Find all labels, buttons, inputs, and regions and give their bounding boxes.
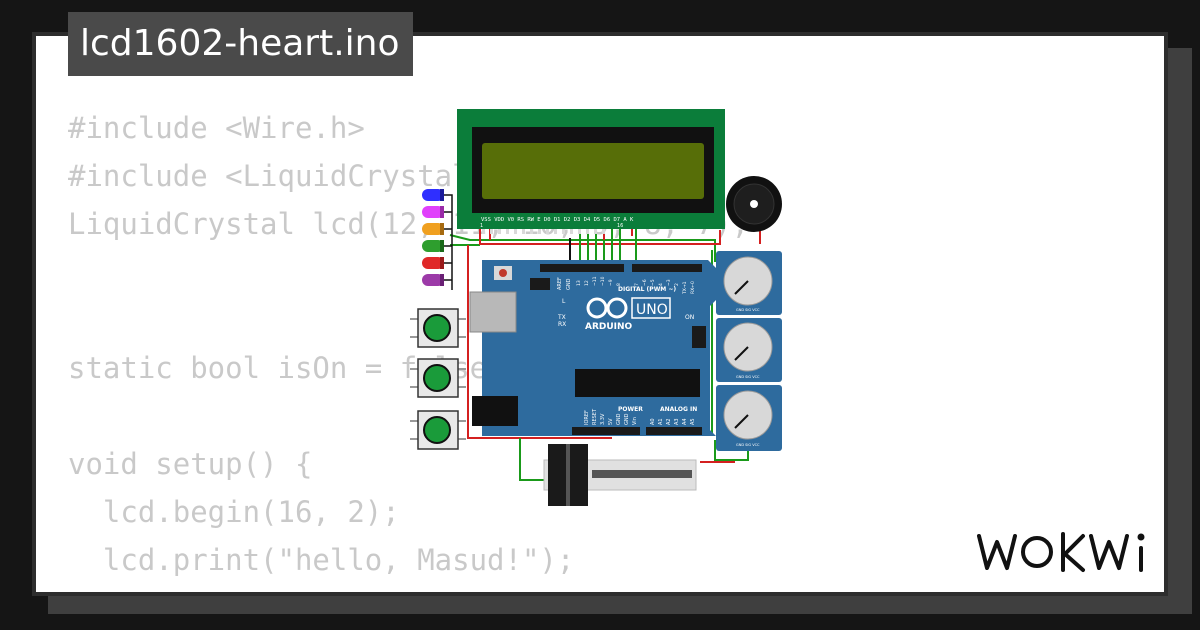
icsp-header-2 (692, 326, 706, 348)
pushbutton-3 (410, 410, 466, 450)
wire-red-power (467, 245, 612, 439)
digital-pin-label: ~9 (608, 279, 614, 286)
power-pin-label: 3.3V (600, 413, 606, 425)
digital-pin-label: ~5 (650, 279, 656, 286)
usb-connector (469, 291, 517, 333)
code-line: #include <Wire.h> (68, 111, 365, 145)
analog-pin-label: A1 (658, 418, 664, 425)
power-pin-label: 5V (608, 418, 614, 425)
digital-pin-label: 2 (674, 283, 680, 286)
digital-pin-labels: 13 12 ~11 ~10 ~9 8 7 ~6 ~5 4 ~3 2 TX→1 R… (576, 276, 696, 295)
tx-label: TX (557, 314, 566, 321)
arduino-logo-icon (586, 297, 628, 319)
digital-pin-label: 13 (576, 280, 582, 286)
led-group (422, 189, 444, 286)
digital-pin-label: ~10 (600, 276, 606, 286)
lcd-pins (482, 229, 605, 234)
analog-pin-label: A4 (682, 418, 688, 425)
on-label: ON (685, 314, 694, 321)
digital-pin-label: 8 (616, 283, 622, 286)
digital-pin-label: ~6 (642, 279, 648, 286)
pot-pin-labels: GND SIG VCC (736, 308, 760, 312)
power-pin-labels: IOREF RESET 3.3V 5V GND GND Vin (584, 408, 638, 425)
led-magenta (422, 206, 444, 218)
led-purple (422, 274, 444, 286)
circuit-diagram: VSS VDD V0 RS RW E D0 D1 D2 D3 D4 D5 D6 … (410, 109, 782, 506)
power-pin-label: RESET (592, 408, 598, 425)
analog-pin-label: A2 (666, 418, 672, 425)
led-green (422, 240, 444, 252)
lcd-pin-start: 1 (480, 223, 483, 229)
power-pin-label: GND (616, 413, 622, 425)
digital-pin-label: TX→1 (682, 281, 688, 295)
analog-pin-labels: A0 A1 A2 A3 A4 A5 (650, 418, 696, 425)
code-line: lcd.print("hello, Masud!"); (68, 543, 575, 577)
led-wires (444, 194, 453, 290)
wokwi-logo (977, 532, 1145, 572)
power-pin-label: GND (624, 413, 630, 425)
code-line: delay(1000); (68, 584, 749, 592)
lcd-pin-end: 16 (617, 223, 623, 229)
digital-pin-label: 12 (584, 280, 590, 286)
bottom-headers (572, 427, 702, 435)
pot-pin-labels: GND SIG VCC (736, 375, 760, 379)
code-line: lcd.begin(16, 2); (68, 495, 400, 529)
slide-potentiometer (543, 444, 697, 506)
arduino-uno: AREF GND DIGITAL (PWM ~) L TX RX ON ARDU… (469, 260, 716, 436)
wire-green-pot (714, 440, 749, 461)
rx-label: RX (558, 321, 566, 328)
analog-pin-label: A5 (690, 418, 696, 425)
wire-green-slider (519, 438, 548, 481)
digital-headers (540, 264, 702, 272)
icsp-header (530, 278, 550, 290)
potentiometer-1: GND SIG VCC (716, 251, 782, 315)
analog-label: ANALOG IN (660, 406, 697, 413)
digital-label: DIGITAL (PWM ~) (618, 286, 676, 293)
led-orange (422, 223, 444, 235)
arduino-brand: ARDUINO (585, 322, 633, 332)
digital-pin-label: 7 (634, 283, 640, 286)
arduino-model: UNO (636, 302, 668, 318)
power-jack (472, 396, 518, 426)
lcd-red-wires (489, 228, 633, 240)
lcd-pin-labels: VSS VDD V0 RS RW E D0 D1 D2 D3 D4 D5 D6 … (481, 217, 634, 223)
digital-pin-label: ~11 (592, 276, 598, 286)
wire-red-lcd (479, 228, 721, 245)
code-line: void setup() { (68, 447, 313, 481)
project-filename: lcd1602-heart.ino (68, 12, 414, 76)
digital-pin-label: RX←0 (690, 281, 696, 294)
aref-label: AREF (557, 277, 563, 290)
wire-green-lcd-bus (449, 234, 716, 262)
digital-pin-label: ~3 (666, 279, 672, 286)
atmega-chip (575, 369, 700, 397)
potentiometer-2: GND SIG VCC (716, 318, 782, 382)
digital-pin-label: 4 (658, 283, 664, 286)
buzzer (726, 176, 782, 232)
lcd-1602: VSS VDD V0 RS RW E D0 D1 D2 D3 D4 D5 D6 … (457, 109, 725, 234)
analog-pin-label: A3 (674, 418, 680, 425)
pushbutton-2 (410, 358, 466, 398)
power-pin-label: IOREF (584, 410, 590, 425)
analog-pin-label: A0 (650, 418, 656, 425)
power-label: POWER (618, 406, 643, 413)
led-l-label: L (562, 298, 566, 305)
led-blue (422, 189, 444, 201)
gnd-label: GND (566, 278, 572, 290)
pushbutton-1 (410, 308, 466, 348)
power-pin-label: Vin (632, 417, 638, 425)
potentiometer-3: GND SIG VCC (716, 385, 782, 451)
led-red (422, 257, 444, 269)
pot-pin-labels: GND SIG VCC (736, 443, 760, 447)
